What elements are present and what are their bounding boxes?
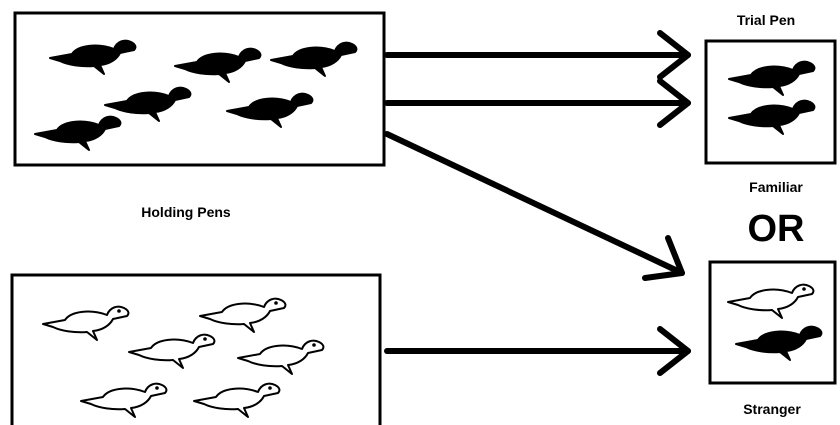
holding-pen-light-group	[10, 273, 382, 425]
stranger-seal-group	[727, 283, 823, 361]
trial-pen-label: Trial Pen	[737, 12, 795, 28]
arrow-icon	[384, 131, 685, 281]
seal-icon	[728, 60, 816, 96]
seal-icon	[199, 297, 287, 333]
seal-icon	[226, 92, 314, 128]
arrow-icon	[384, 30, 691, 80]
seal-icon	[735, 325, 823, 361]
familiar-label: Familiar	[749, 179, 803, 195]
arrow-group	[384, 30, 691, 376]
arrow-icon	[384, 326, 691, 376]
holding-pen-dark-group	[13, 11, 386, 167]
familiar-seal-group	[728, 60, 816, 135]
seal-icon	[128, 333, 216, 369]
seal-icon	[49, 39, 137, 75]
seal-icon	[42, 305, 130, 341]
stranger-label: Stranger	[743, 401, 801, 417]
dark-seal-group	[34, 39, 358, 151]
seal-icon	[193, 382, 281, 418]
holding-pens-label: Holding Pens	[141, 204, 231, 220]
seal-icon	[104, 86, 192, 122]
light-seal-group	[42, 297, 325, 418]
trial-pen-stranger	[708, 260, 837, 385]
seal-icon	[174, 47, 262, 83]
or-label: OR	[748, 208, 805, 250]
seal-icon	[80, 382, 168, 418]
seal-icon	[237, 339, 325, 375]
arrow-icon	[384, 78, 691, 128]
seal-icon	[34, 115, 122, 151]
seal-icon	[270, 41, 358, 77]
trial-pen-familiar	[704, 39, 837, 165]
seal-icon	[728, 99, 816, 135]
seal-icon	[727, 283, 815, 319]
